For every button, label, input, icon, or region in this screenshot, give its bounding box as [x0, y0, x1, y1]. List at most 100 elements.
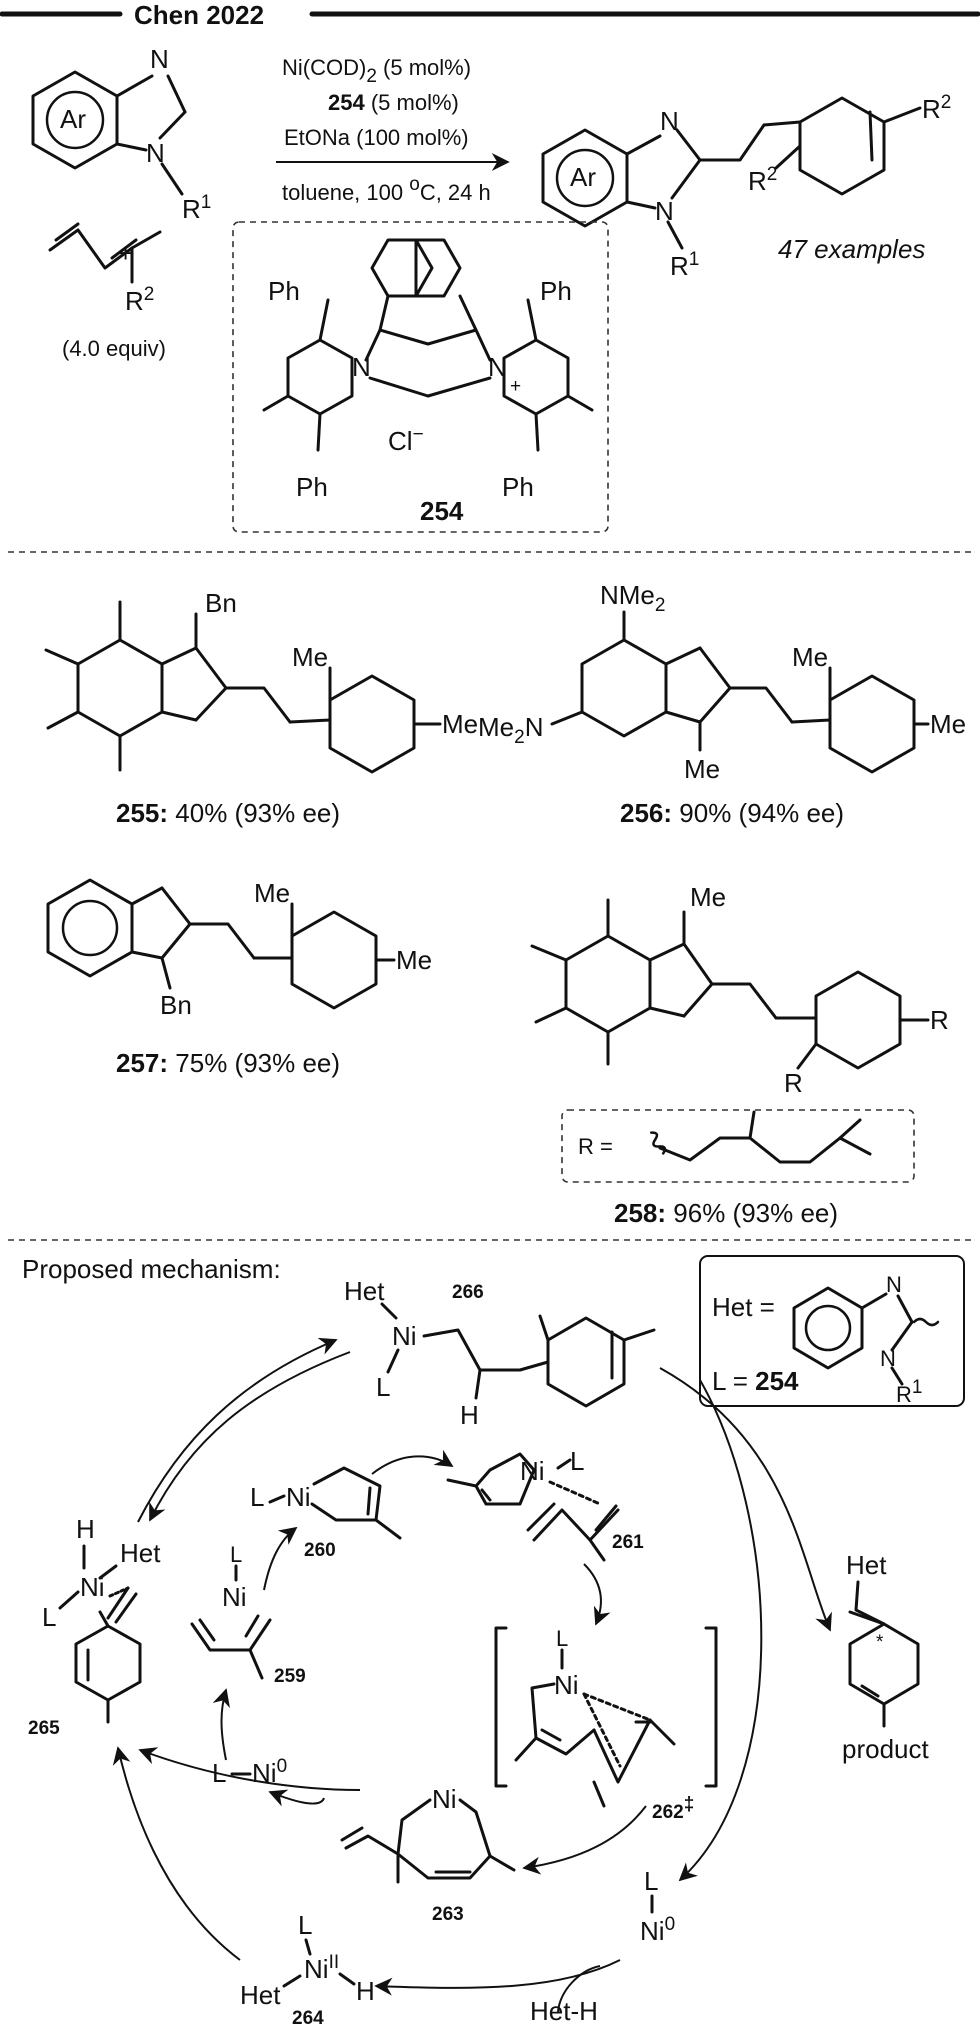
l-label: L	[376, 1372, 390, 1402]
het-label: Het	[240, 1980, 281, 2010]
product-255: Bn Me Me 255: 40% (93% ee)	[44, 588, 478, 828]
benzyl-label: Bn	[205, 588, 237, 618]
diene-equiv: (4.0 equiv)	[62, 336, 166, 361]
intermediate-261: Ni L 261	[446, 1446, 644, 1562]
yield-258: 258: 96% (93% ee)	[614, 1198, 838, 1228]
methyl-label: Me	[292, 642, 328, 672]
yield-256: 256: 90% (94% ee)	[620, 798, 844, 828]
ni0-label: Ni0	[640, 1914, 675, 1946]
compound-number: 264	[292, 2008, 324, 2028]
r1-label: R1	[896, 1377, 922, 1407]
r2-label: R2	[125, 284, 154, 316]
n-atom: N	[146, 138, 165, 168]
l-label: L	[298, 1910, 312, 1940]
product-257: Bn Me Me 257: 75% (93% ee)	[46, 878, 432, 1078]
ar-label: Ar	[60, 104, 86, 134]
condition-catalyst: Ni(COD)2 (5 mol%)	[282, 55, 471, 87]
ligand-number: 254	[420, 496, 464, 526]
compound-number: 262‡	[652, 1794, 694, 1823]
het-label: Het	[846, 1550, 887, 1580]
intermediate-263: Ni 263	[340, 1784, 516, 1925]
yield-257: 257: 75% (93% ee)	[116, 1048, 340, 1078]
ni-label: Ni	[80, 1572, 105, 1602]
benzyl-label: Bn	[160, 990, 192, 1020]
ni-label: Ni	[432, 1784, 457, 1814]
compound-number: 259	[274, 1666, 306, 1687]
condition-solvent: toluene, 100 oC, 24 h	[282, 174, 491, 205]
methyl-label: Me	[792, 642, 828, 672]
dimethylamino-label: NMe2	[600, 580, 665, 616]
n-atom: N	[886, 1272, 902, 1297]
het-h-reagent: Het-H	[530, 1996, 598, 2026]
mechanism-product: Het * product	[842, 1550, 929, 1764]
r-label: R	[930, 1005, 949, 1035]
methyl-label: Me	[930, 709, 966, 739]
l-label: L	[570, 1446, 584, 1476]
intermediate-266: Het Ni L H 266	[344, 1276, 656, 1430]
intermediate-265: H Het Ni L 265	[28, 1514, 161, 1739]
methyl-label: Me	[690, 882, 726, 912]
h-label: H	[76, 1514, 95, 1544]
mechanism-title: Proposed mechanism:	[22, 1254, 281, 1284]
compound-number: 263	[432, 1904, 464, 1925]
ni-label: Ni	[286, 1482, 311, 1512]
r-definition: R =	[578, 1134, 613, 1159]
chloride-label: Cl−	[388, 424, 424, 456]
benzimidazole-reactant: Ar N N R1	[31, 44, 211, 224]
ni0-catalyst-right: L Ni0	[640, 1866, 675, 1946]
general-product: Ar N N R1 R2 R2 47 examples	[541, 92, 951, 281]
stereocenter-star: *	[876, 1632, 884, 1653]
mechanism-arrows	[112, 1337, 832, 2013]
reaction-conditions: Ni(COD)2 (5 mol%) 254 (5 mol%) EtONa (10…	[276, 55, 510, 205]
product-label: product	[842, 1734, 929, 1764]
n-atom: N	[880, 1346, 896, 1371]
ni-label: Ni	[520, 1456, 545, 1486]
l-label: L	[556, 1626, 568, 1651]
dimethylamino-label: Me2N	[478, 712, 543, 748]
compound-number: 261	[612, 1532, 644, 1553]
h-label: H	[356, 1976, 375, 2006]
phenyl-label: Ph	[268, 276, 300, 306]
header-title: Chen 2022	[134, 0, 264, 30]
diene-reactant: R2 (4.0 equiv)	[48, 222, 166, 361]
methyl-label: Me	[396, 945, 432, 975]
methyl-label: Me	[442, 709, 478, 739]
ni-label: Ni	[222, 1582, 247, 1612]
l-label: L	[230, 1542, 242, 1567]
phenyl-label: Ph	[296, 472, 328, 502]
phenyl-label: Ph	[502, 472, 534, 502]
compound-number: 260	[304, 1540, 336, 1561]
het-definition-box: Het = N N R1 L = 254	[699, 1255, 965, 1407]
compound-number: 265	[28, 1718, 60, 1739]
h-label: H	[460, 1400, 479, 1430]
het-label: Het	[120, 1538, 161, 1568]
imidazolium-charge: +	[510, 376, 521, 397]
n-atom: N	[660, 106, 679, 136]
r-label: R	[784, 1068, 803, 1098]
r1-label: R1	[182, 192, 211, 224]
condition-base: EtONa (100 mol%)	[284, 125, 469, 150]
phenyl-label: Ph	[540, 276, 572, 306]
compound-number: 266	[452, 1282, 484, 1303]
intermediate-259: L Ni 259	[190, 1542, 306, 1687]
product-256: NMe2 Me2N Me Me Me 256: 90% (94% ee)	[478, 580, 966, 828]
l-label: L	[42, 1602, 56, 1632]
condition-ligand: 254 (5 mol%)	[328, 90, 459, 115]
examples-count: 47 examples	[778, 234, 925, 264]
l-label: L	[250, 1482, 264, 1512]
l-definition: L = 254	[712, 1366, 799, 1396]
ni-label: Ni	[554, 1670, 579, 1700]
ni-label: Ni	[392, 1321, 417, 1351]
niII-label: NiII	[304, 1952, 339, 1984]
het-definition: Het =	[712, 1292, 775, 1322]
het-label: Het	[344, 1276, 385, 1306]
ligand-254: N N + Ph Ph Cl− Ph Ph 254	[232, 221, 609, 533]
methyl-label: Me	[684, 754, 720, 784]
n-atom: N	[488, 352, 507, 382]
intermediate-260: L Ni 260	[250, 1466, 402, 1561]
r2-label: R2	[922, 92, 951, 124]
r1-label: R1	[670, 249, 699, 281]
l-label: L	[644, 1866, 658, 1896]
intermediate-264: L NiII Het H 264	[240, 1910, 375, 2028]
